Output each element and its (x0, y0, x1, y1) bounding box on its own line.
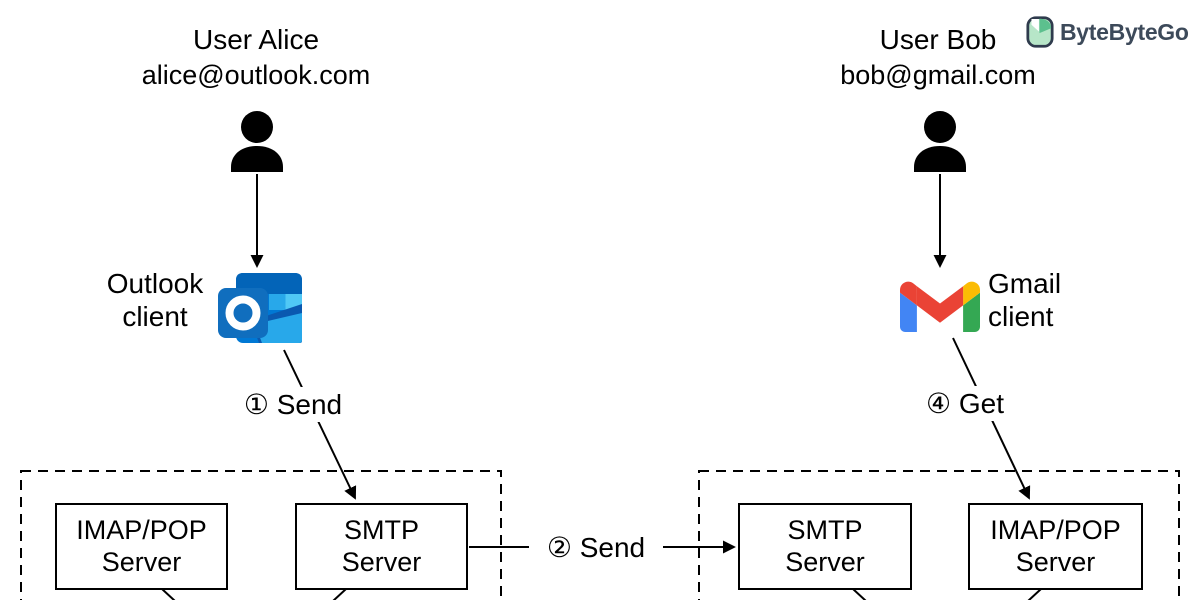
bytebytego-icon (1026, 16, 1054, 48)
arrow-send-outlook-to-smtp (283, 349, 357, 500)
user-bob-email: bob@gmail.com (840, 60, 1036, 90)
gmail-icon-green-bar (963, 292, 980, 332)
connector-stub-imap-left (161, 588, 176, 600)
brand-name: ByteByteGo (1060, 18, 1189, 45)
imap-pop-server-left-box: IMAP/POP Server (55, 503, 228, 590)
gmail-icon-blue-bar (900, 292, 917, 332)
bytebytego-logo: ByteByteGo (1026, 16, 1189, 48)
outlook-icon-tile-1 (269, 294, 286, 310)
user-alice-title: User Alice (192, 24, 320, 55)
gmail-icon (900, 281, 980, 332)
gmail-icon-red-fold (900, 281, 917, 306)
gmail-client-label: Gmail client (988, 268, 1062, 332)
outlook-client-label: Outlook client (106, 268, 204, 332)
gmail-icon-red-m (916, 286, 964, 323)
outlook-icon-o-ring (225, 295, 261, 331)
gmail-provider-boundary (698, 470, 1180, 600)
outlook-icon-envelope-body (255, 313, 302, 343)
smtp-server-left-box: SMTP Server (295, 503, 468, 590)
outlook-provider-boundary (20, 470, 502, 600)
gmail-icon-yellow-fold (963, 281, 980, 306)
user-alice-email: alice@outlook.com (141, 60, 371, 90)
smtp-server-right-box: SMTP Server (738, 503, 912, 590)
user-bob-title: User Bob (879, 24, 997, 55)
connector-stub-smtp-right (852, 588, 867, 600)
bytebytego-icon-notch (1031, 18, 1039, 32)
connector-stub-imap-right (1027, 588, 1042, 600)
imap-pop-server-right-box: IMAP/POP Server (968, 503, 1143, 590)
bytebytego-icon-fold (1039, 18, 1052, 34)
connector-stub-smtp-left (332, 588, 347, 600)
step-2-send-label: ② Send (529, 530, 663, 565)
step-4-get-label: ④ Get (905, 386, 1025, 421)
step-1-send-label: ① Send (229, 387, 357, 422)
bob-person-icon (914, 111, 966, 172)
outlook-icon-front-tile (218, 288, 268, 338)
outlook-icon (218, 273, 302, 343)
alice-person-icon (231, 111, 283, 172)
